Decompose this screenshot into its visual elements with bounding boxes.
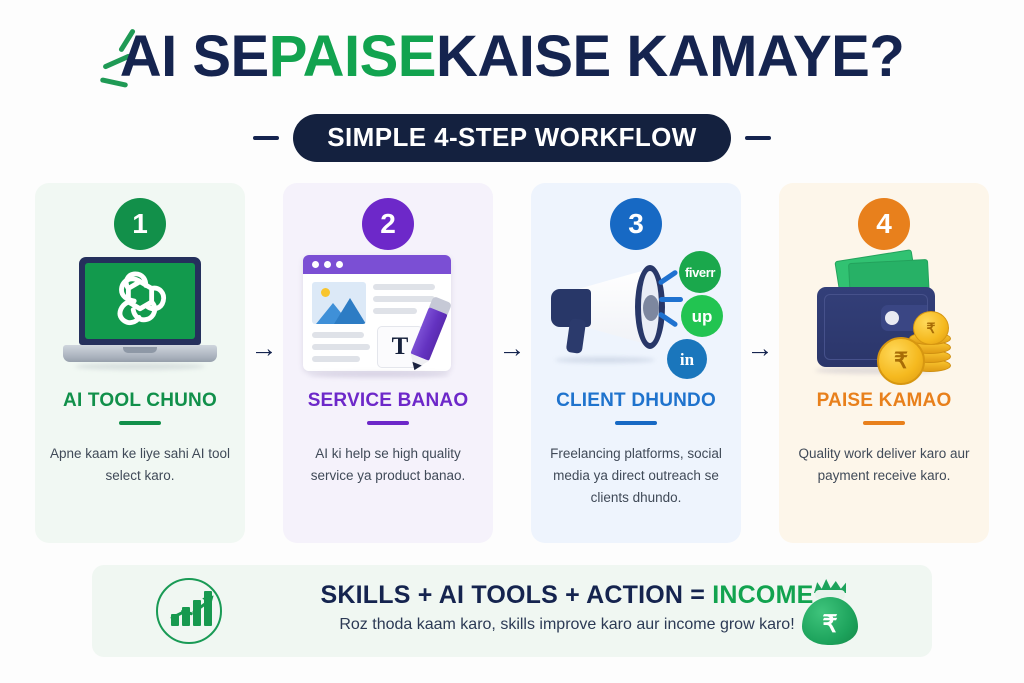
growth-chart-icon (156, 578, 222, 644)
banner-formula: SKILLS + AI TOOLS + ACTION = INCOME (267, 581, 867, 610)
page-title: AI SE PAISE KAISE KAMAYE? (0, 28, 1024, 86)
step-number-badge: 4 (858, 198, 910, 250)
banner-text-block: SKILLS + AI TOOLS + ACTION = INCOME Roz … (267, 581, 867, 634)
subtitle-row: SIMPLE 4-STEP WORKFLOW (0, 114, 1024, 162)
coin-rupee-top: ₹ (913, 311, 949, 345)
fiverr-badge-icon: fiverr (679, 251, 721, 293)
divider-dash-right (744, 136, 771, 140)
title-segment-1: AI SE (119, 24, 270, 89)
coin-rupee-front: ₹ (877, 337, 925, 385)
title-underline (863, 421, 905, 425)
window-dot (336, 261, 343, 268)
steps-row: 1 (35, 183, 989, 543)
step-description: AI ki help se high quality service ya pr… (310, 446, 466, 483)
step-description: Quality work deliver karo aur payment re… (798, 446, 970, 483)
arrow-right-icon: → (498, 333, 526, 363)
step-number-badge: 3 (610, 198, 662, 250)
coin-stack-icon: ₹ ₹ (877, 311, 953, 385)
laptop-chatgpt-icon (35, 253, 245, 388)
arrow-gap-2: → (493, 183, 531, 543)
linkedin-badge-icon: in (667, 339, 707, 379)
sound-wave-line (659, 297, 683, 302)
title-segment-2: KAISE KAMAYE? (435, 24, 905, 89)
step-card-4: 4 ₹ ₹ (779, 183, 989, 543)
openai-logo-icon (117, 271, 167, 326)
divider-dash-left (253, 136, 280, 140)
upwork-badge-icon: up (681, 295, 723, 337)
step-description: Freelancing platforms, social media ya d… (550, 446, 722, 505)
step-title: CLIENT DHUNDO (556, 390, 716, 411)
banner-tagline: Roz thoda kaam karo, skills improve karo… (339, 615, 795, 633)
arrow-right-icon: → (250, 333, 278, 363)
step-title: SERVICE BANAO (307, 390, 469, 411)
subtitle-badge: SIMPLE 4-STEP WORKFLOW (293, 114, 731, 162)
step-title: PAISE KAMAO (816, 390, 952, 411)
step-description: Apne kaam ke liye sahi AI tool select ka… (49, 446, 231, 483)
step-title: AI TOOL CHUNO (63, 390, 217, 411)
step-number-badge: 1 (114, 198, 166, 250)
title-underline (367, 421, 409, 425)
money-bag-icon: ₹ (794, 577, 866, 647)
step-card-2: 2 (283, 183, 493, 543)
step-card-3: 3 fiverr up in (531, 183, 741, 543)
megaphone-icon: fiverr up in (531, 251, 741, 388)
banner-formula-main: SKILLS + AI TOOLS + ACTION = (320, 581, 713, 609)
window-dot (324, 261, 331, 268)
arrow-gap-1: → (245, 183, 283, 543)
title-underline (119, 421, 161, 425)
image-placeholder-icon (312, 282, 366, 324)
web-page-design-icon: T (283, 253, 493, 388)
step-card-1: 1 (35, 183, 245, 543)
title-segment-accent: PAISE (268, 24, 437, 89)
banner-formula-highlight: INCOME (712, 581, 814, 609)
arrow-right-icon: → (746, 333, 774, 363)
title-underline (615, 421, 657, 425)
header: AI SE PAISE KAISE KAMAYE? SIMPLE 4-STEP … (0, 0, 1024, 175)
money-bag-symbol: ₹ (802, 597, 858, 645)
wallet-money-icon: ₹ ₹ (779, 249, 989, 388)
arrow-gap-3: → (741, 183, 779, 543)
step-number-badge: 2 (362, 198, 414, 250)
summary-banner: SKILLS + AI TOOLS + ACTION = INCOME Roz … (92, 565, 932, 657)
window-dot (312, 261, 319, 268)
